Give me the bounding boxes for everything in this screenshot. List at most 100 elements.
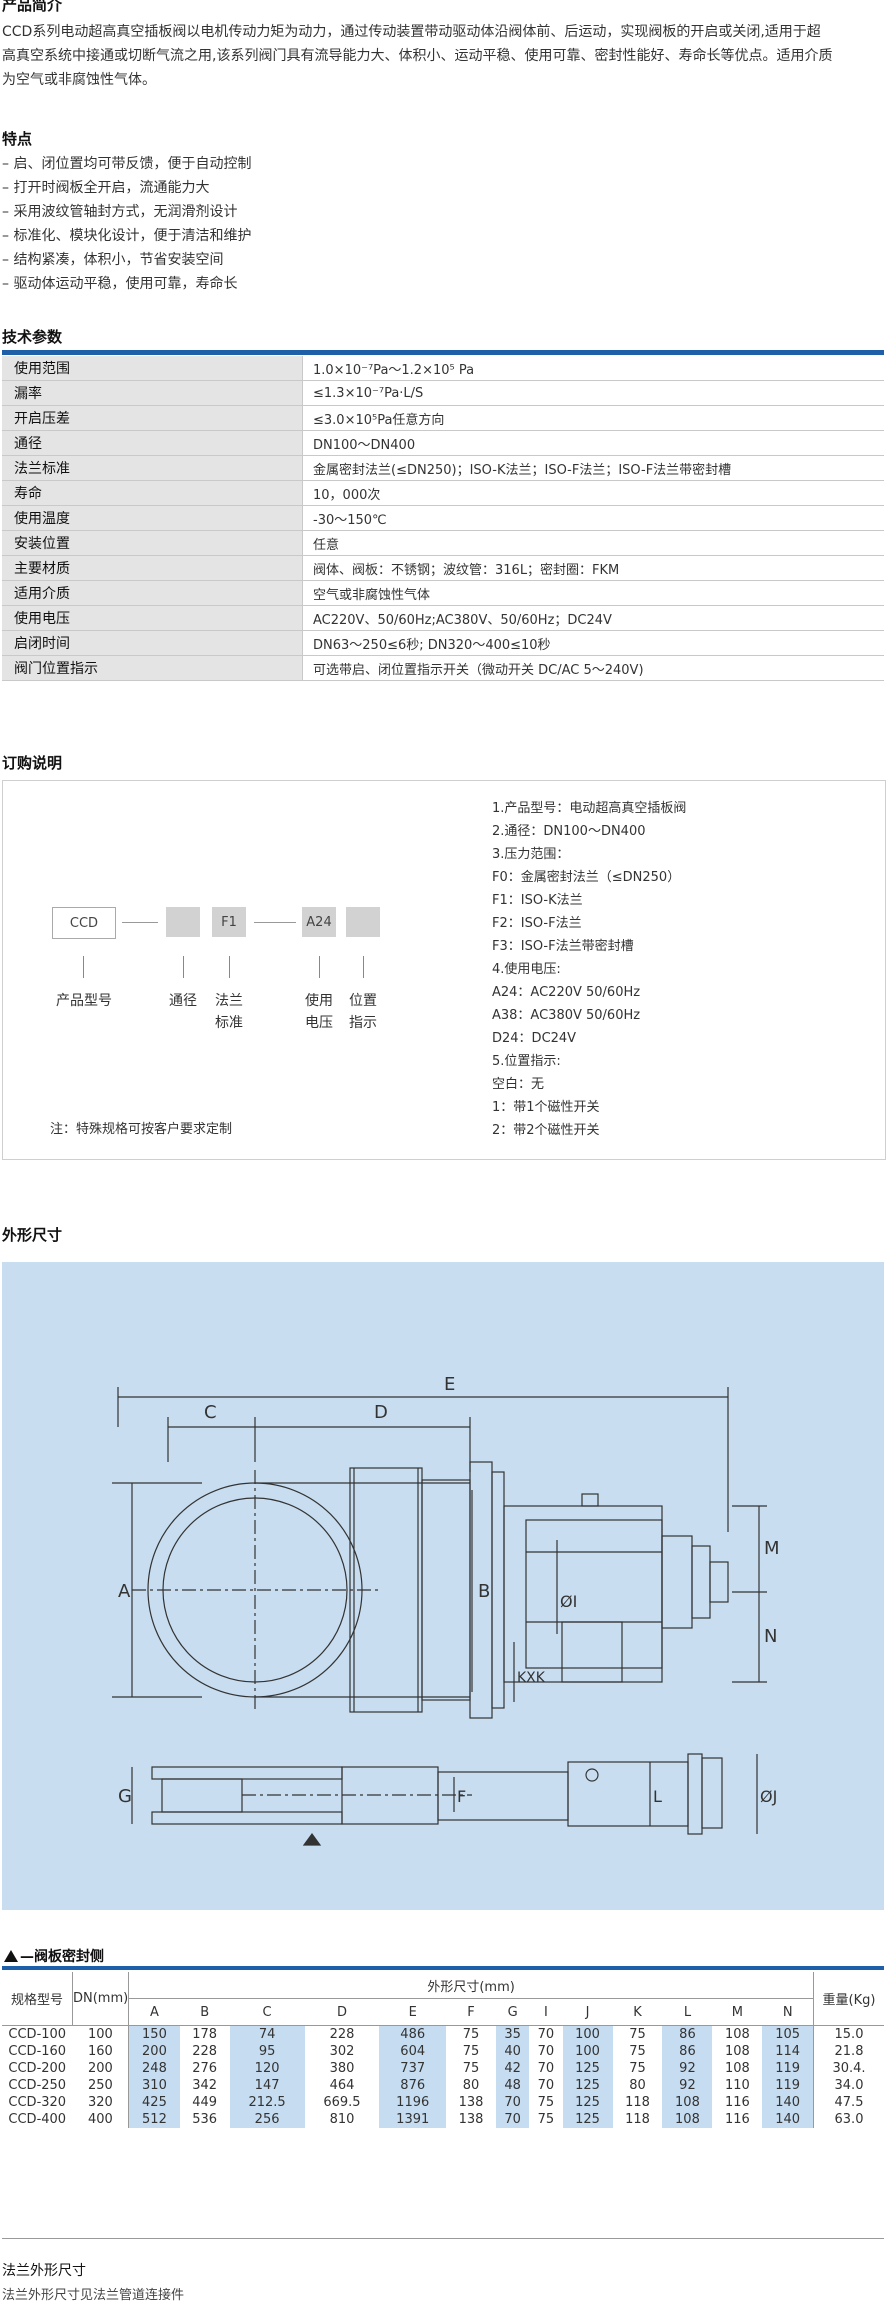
dim-cell: 669.5 — [323, 2095, 361, 2110]
dim-cell: 92 — [662, 2060, 713, 2077]
dim-cell: 512 — [128, 2111, 180, 2128]
dim-cell: CCD-100 — [8, 2027, 67, 2042]
dim-cell: 425 — [128, 2094, 180, 2111]
dim-cell: 248 — [128, 2060, 180, 2077]
order-option: A38：AC380V 50/60Hz — [492, 1008, 641, 1023]
dim-cell: CCD-400 — [8, 2112, 67, 2127]
flange-heading: 法兰外形尺寸 — [2, 2263, 86, 2279]
dim-cell: 228 — [192, 2044, 218, 2059]
dim-cell: 200 — [128, 2043, 180, 2060]
intro-line: 为空气或非腐蚀性气体。 — [2, 72, 156, 88]
specs-heading: 技术参数 — [2, 328, 63, 346]
order-option: F3：ISO-F法兰带密封槽 — [492, 939, 634, 954]
valve-seal-side-icon — [4, 1950, 18, 1962]
order-label-position: 位置指示 — [349, 993, 377, 1031]
spec-label: 主要材质 — [2, 555, 303, 581]
spec-label: 使用温度 — [2, 505, 303, 531]
order-option: 空白：无 — [492, 1077, 545, 1092]
dim-col-header: K — [612, 1998, 663, 2026]
dim-cell: 138 — [458, 2112, 484, 2127]
order-option: F2：ISO-F法兰 — [492, 916, 582, 931]
dim-col-header: G — [495, 1998, 530, 2026]
dim-cell: 110 — [724, 2078, 750, 2093]
dim-cell: CCD-160 — [8, 2044, 67, 2059]
dim-col-header: E — [379, 1998, 447, 2026]
spec-label: 适用介质 — [2, 580, 303, 606]
dim-cell: 737 — [379, 2060, 447, 2077]
dim-cell: 80 — [629, 2078, 646, 2093]
spec-label: 法兰标准 — [2, 455, 303, 481]
order-label-voltage: 使用电压 — [305, 993, 333, 1031]
code-diameter — [166, 907, 200, 937]
feature-item: – 结构紧凑，体积小，节省安装空间 — [2, 252, 224, 268]
dim-header-group: 外形尺寸(mm) — [128, 1972, 814, 1999]
dim-cell: 342 — [192, 2078, 218, 2093]
outline-drawing: E C D A B M N ØI KXK G F L ØJ — [2, 1262, 884, 1910]
spec-row: 漏率≤1.3×10⁻⁷Pa·L/S — [2, 380, 884, 406]
dim-G-label: G — [118, 1786, 132, 1807]
dim-cell: 75 — [462, 2027, 480, 2042]
features-heading: 特点 — [2, 130, 33, 148]
code-position — [346, 907, 380, 937]
dim-J-label: ØJ — [760, 1787, 777, 1806]
dim-cell: 604 — [379, 2043, 447, 2060]
dim-header-weight: 重量(Kg) — [813, 1972, 884, 2026]
dim-cell: 320 — [72, 2094, 130, 2111]
order-note: 注：特殊规格可按客户要求定制 — [50, 1122, 233, 1137]
dim-M-label: M — [764, 1538, 780, 1559]
spec-row: 使用温度 -30～150℃ — [2, 505, 884, 531]
dim-cell: 75 — [537, 2095, 555, 2110]
dim-cell: 100 — [72, 2025, 130, 2043]
code-tick — [319, 956, 320, 978]
feature-item: – 标准化、模块化设计，便于清洁和维护 — [2, 228, 252, 244]
dim-cell: 30.4. — [813, 2060, 884, 2077]
intro-paragraph: CCD系列电动超高真空插板阀以电机传动力矩为动力，通过传动装置带动驱动体沿阀体前… — [2, 20, 887, 92]
dim-cell: 256 — [229, 2111, 305, 2128]
dim-cell: 75 — [462, 2061, 480, 2076]
dim-cell: 70 — [537, 2044, 555, 2059]
spec-row: 主要材质阀体、阀板：不锈钢；波纹管：316L；密封圈：FKM — [2, 555, 884, 581]
dim-cell: 125 — [562, 2094, 613, 2111]
intro-line: 高真空系统中接通或切断气流之用,该系列阀门具有流导能力大、体积小、运动平稳、使用… — [2, 48, 833, 64]
features-list: – 启、闭位置均可带反馈，便于自动控制 – 打开时阀板全开启，流通能力大 – 采… — [2, 152, 251, 296]
dim-cell: 70 — [495, 2111, 530, 2128]
spec-label: 使用范围 — [2, 356, 303, 381]
spec-value: 10，000次 — [302, 480, 884, 506]
order-option: 2.通径：DN100～DN400 — [492, 824, 646, 839]
dim-cell: 86 — [662, 2025, 713, 2043]
spec-label: 寿命 — [2, 480, 303, 506]
dim-cell: 464 — [329, 2078, 355, 2093]
outline-svg: E C D A B M N ØI KXK G F L ØJ — [112, 1374, 780, 1846]
spec-value: 阀体、阀板：不锈钢；波纹管：316L；密封圈：FKM — [302, 555, 884, 581]
dim-cell: 138 — [458, 2095, 484, 2110]
order-option: 2：带2个磁性开关 — [492, 1123, 600, 1138]
code-dash — [122, 922, 158, 923]
dim-cell: 178 — [192, 2027, 218, 2042]
order-option: A24：AC220V 50/60Hz — [492, 985, 641, 1000]
dim-cell: 200 — [72, 2060, 130, 2077]
dim-cell: 125 — [562, 2111, 613, 2128]
flange-text: 法兰外形尺寸见法兰管道连接件 — [2, 2288, 185, 2303]
order-label-diameter: 通径 — [169, 993, 197, 1009]
dim-cell: 21.8 — [813, 2043, 884, 2060]
spec-value: 金属密封法兰(≤DN250)；ISO-K法兰；ISO-F法兰；ISO-F法兰带密… — [302, 455, 884, 481]
dim-cell: 1391 — [379, 2111, 447, 2128]
dim-cell: 119 — [762, 2060, 814, 2077]
spec-label: 开启压差 — [2, 405, 303, 431]
dim-cell: 48 — [495, 2077, 530, 2094]
order-option: F1：ISO-K法兰 — [492, 893, 583, 908]
dim-F-label: F — [457, 1787, 466, 1806]
dim-header-model: 规格型号 — [2, 1972, 73, 2026]
spec-label: 阀门位置指示 — [2, 655, 303, 681]
spec-value: 空气或非腐蚀性气体 — [302, 580, 884, 606]
intro-line: CCD系列电动超高真空插板阀以电机传动力矩为动力，通过传动装置带动驱动体沿阀体前… — [2, 24, 821, 40]
dim-N-label: N — [764, 1626, 777, 1647]
dim-cell: 147 — [229, 2077, 305, 2094]
dim-col-header: J — [562, 1998, 613, 2026]
order-option: F0：金属密封法兰（≤DN250） — [492, 870, 681, 885]
